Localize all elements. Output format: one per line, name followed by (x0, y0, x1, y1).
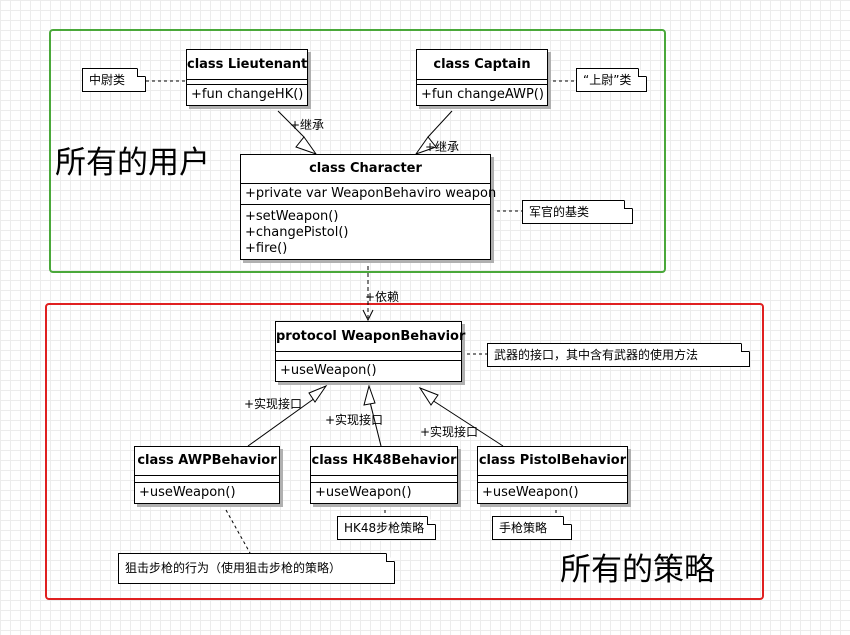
weapon-behavior-method: +useWeapon() (280, 363, 377, 378)
inherit-line-captain (427, 110, 453, 138)
pistol-class-box: class PistolBehavior +useWeapon() (477, 446, 628, 504)
lieutenant-class-name: class Lieutenant (187, 50, 307, 80)
users-group-label: 所有的用户 (55, 145, 210, 181)
note-captain: “上尉”类 (576, 68, 647, 92)
strategies-group-label: 所有的策略 (560, 552, 715, 588)
strategies-group-frame (45, 303, 764, 600)
pistol-method: +useWeapon() (482, 485, 579, 500)
character-class-name: class Character (241, 155, 490, 184)
hk48-class-name: class HK48Behavior (311, 447, 457, 476)
pistol-methods: +useWeapon() (478, 483, 627, 503)
hk48-attributes (311, 476, 457, 483)
realize-arrowhead-pistol (418, 386, 439, 406)
inherit-arrowhead-lieutenant (295, 136, 318, 155)
dependency-label: +依赖 (365, 290, 400, 304)
character-method-set-weapon: +setWeapon() (245, 209, 339, 224)
realize-line-hk48 (369, 401, 382, 447)
awp-methods: +useWeapon() (135, 483, 279, 503)
note-awp: 狙击步枪的行为（使用狙击步枪的策略） (118, 553, 395, 584)
captain-attributes (417, 80, 547, 85)
users-group-frame (49, 29, 666, 273)
note-weapon-behavior: 武器的接口，其中含有武器的使用方法 (487, 343, 750, 367)
character-method-fire: +fire() (245, 241, 288, 256)
weapon-behavior-methods: +useWeapon() (276, 361, 461, 381)
captain-class-box: class Captain +fun changeAWP() (416, 49, 548, 106)
awp-attributes (135, 476, 279, 483)
weapon-behavior-protocol-box: protocol WeaponBehavior +useWeapon() (275, 321, 465, 382)
captain-method: +fun changeAWP() (421, 87, 544, 102)
awp-class-name: class AWPBehavior (135, 447, 279, 476)
character-methods: +setWeapon() +changePistol() +fire() (241, 205, 490, 259)
realize-line-pistol (431, 399, 504, 447)
character-attribute: +private var WeaponBehaviro weapon (245, 186, 497, 201)
note-anchor-awp (225, 509, 251, 554)
pistol-class-name: class PistolBehavior (478, 447, 627, 476)
realize-line-awp (247, 397, 316, 447)
inherit-label-lieutenant: +继承 (290, 118, 325, 132)
hk48-method: +useWeapon() (315, 485, 412, 500)
lieutenant-method: +fun changeHK() (191, 87, 304, 102)
note-pistol: 手枪策略 (492, 516, 572, 540)
pistol-attributes (478, 476, 627, 483)
realize-label-awp: +实现接口 (244, 397, 303, 411)
character-class-box: class Character +private var WeaponBehav… (240, 154, 497, 260)
inherit-label-captain: +继承 (425, 140, 460, 154)
hk48-methods: +useWeapon() (311, 483, 457, 503)
character-attributes: +private var WeaponBehaviro weapon (241, 184, 497, 205)
awp-method: +useWeapon() (139, 485, 236, 500)
dependency-arrowhead (362, 309, 374, 322)
lieutenant-methods: +fun changeHK() (187, 85, 307, 105)
inherit-arrowhead-captain (414, 136, 437, 155)
note-character: 军官的基类 (522, 200, 633, 224)
awp-class-box: class AWPBehavior +useWeapon() (134, 446, 280, 504)
note-hk48: HK48步枪策略 (337, 516, 436, 540)
realize-label-pistol: +实现接口 (420, 425, 479, 439)
realize-arrowhead-hk48 (363, 384, 376, 406)
weapon-behavior-name: protocol WeaponBehavior (276, 322, 465, 352)
realize-arrowhead-awp (308, 384, 328, 403)
hk48-class-box: class HK48Behavior +useWeapon() (310, 446, 458, 504)
weapon-behavior-attributes (276, 352, 461, 361)
inherit-line-lieutenant (277, 110, 305, 138)
lieutenant-attributes (187, 80, 307, 85)
captain-methods: +fun changeAWP() (417, 85, 547, 105)
note-lieutenant: 中尉类 (82, 68, 146, 92)
realize-label-hk48: +实现接口 (325, 413, 384, 427)
character-method-change-pistol: +changePistol() (245, 225, 349, 240)
lieutenant-class-box: class Lieutenant +fun changeHK() (186, 49, 308, 106)
captain-class-name: class Captain (417, 50, 547, 80)
